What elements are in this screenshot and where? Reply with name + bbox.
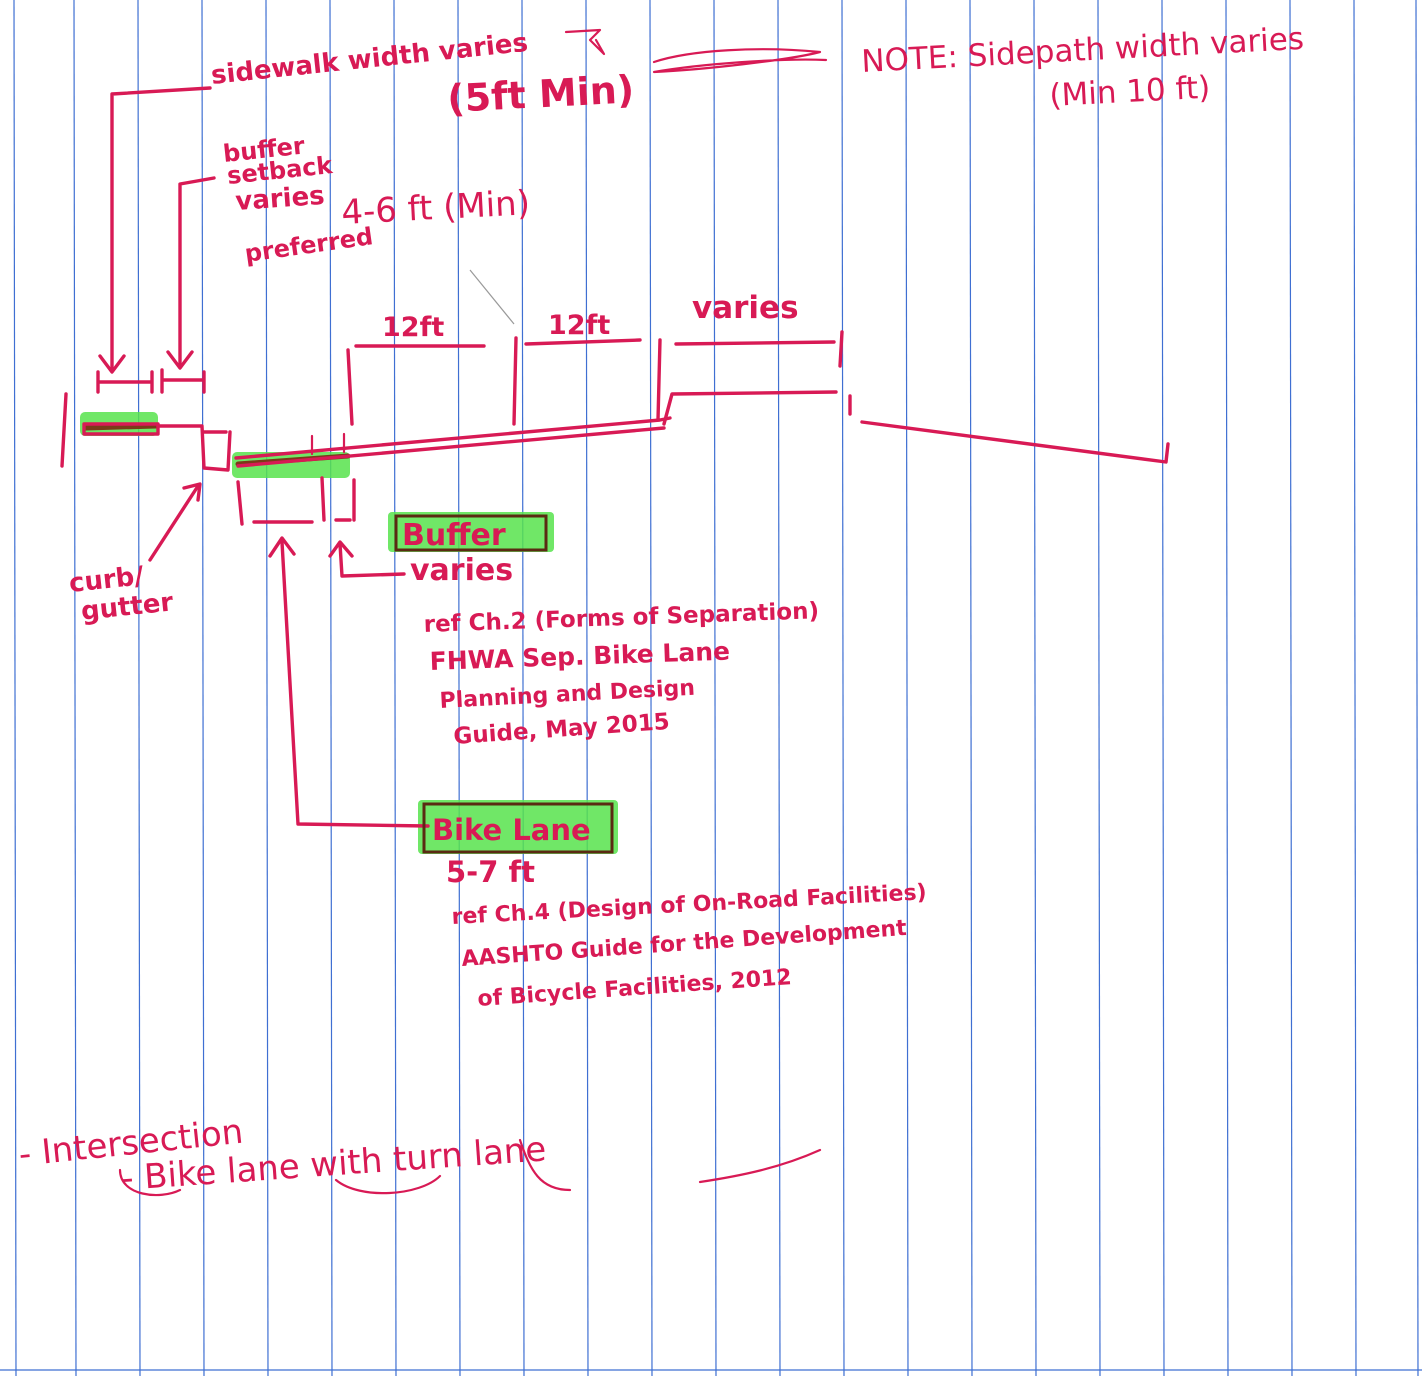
notebook-rule-line [1225, 0, 1229, 1376]
note-line2: (Min 10 ft) [1049, 70, 1212, 114]
buffer-ref4: Guide, May 2015 [453, 709, 671, 750]
callout-boxes [394, 514, 614, 854]
notebook-rule-line [841, 0, 845, 1376]
buffer-ref1: ref Ch.2 (Forms of Separation) [423, 598, 819, 638]
notebook-rule-line [777, 0, 781, 1376]
dimension-lines [96, 330, 844, 526]
buffer-setback-line3: varies [234, 181, 325, 217]
bikelane-title: Bike Lane [432, 813, 591, 847]
notebook-rule-line [13, 0, 17, 1376]
notebook-rule-line [265, 0, 269, 1376]
bikelane-ref3: of Bicycle Facilities, 2012 [477, 965, 793, 1012]
notebook-rule-line [137, 0, 141, 1376]
notebook-rule-line [713, 0, 717, 1376]
notebook-rule-line [1097, 0, 1101, 1376]
buffer-setback-value: 4-6 ft (Min) [340, 183, 531, 233]
notebook-rule-line [905, 0, 909, 1376]
notebook-rule-line [1415, 0, 1419, 1376]
leader-arrows [98, 28, 828, 828]
dimension-outer: varies [692, 290, 799, 326]
notebook-rule-line [393, 0, 397, 1376]
scribble-loop [118, 1138, 822, 1197]
dimension-lane2: 12ft [548, 310, 610, 341]
notebook-rule-line [1033, 0, 1037, 1376]
bikelane-value: 5-7 ft [446, 855, 535, 889]
notebook-rule-line [329, 0, 333, 1376]
buffer-title: Buffer [402, 518, 506, 553]
notebook-rule-line [1289, 0, 1293, 1376]
notebook-rule-line [585, 0, 589, 1376]
buffer-ref3: Planning and Design [439, 676, 696, 714]
notebook-rule-line [201, 0, 205, 1376]
notebook-rule-line [969, 0, 973, 1376]
labels: sidewalk width varies (5ft Min) NOTE: Si… [17, 21, 1305, 1199]
notebook-rule-line [649, 0, 653, 1376]
dimension-lane1: 12ft [382, 312, 444, 343]
buffer-ref2: FHWA Sep. Bike Lane [429, 637, 730, 676]
notebook-rule-line [457, 0, 461, 1376]
notebook-rule-line [521, 0, 525, 1376]
road-profile [60, 390, 1170, 472]
notebook-rule-line [1161, 0, 1165, 1376]
notebook-rule-line [73, 0, 77, 1376]
note-line1: NOTE: Sidepath width varies [861, 21, 1305, 80]
sidewalk-min: (5ft Min) [446, 67, 635, 121]
notebook-rule-line [1353, 0, 1357, 1376]
buffer-value: varies [410, 553, 513, 588]
